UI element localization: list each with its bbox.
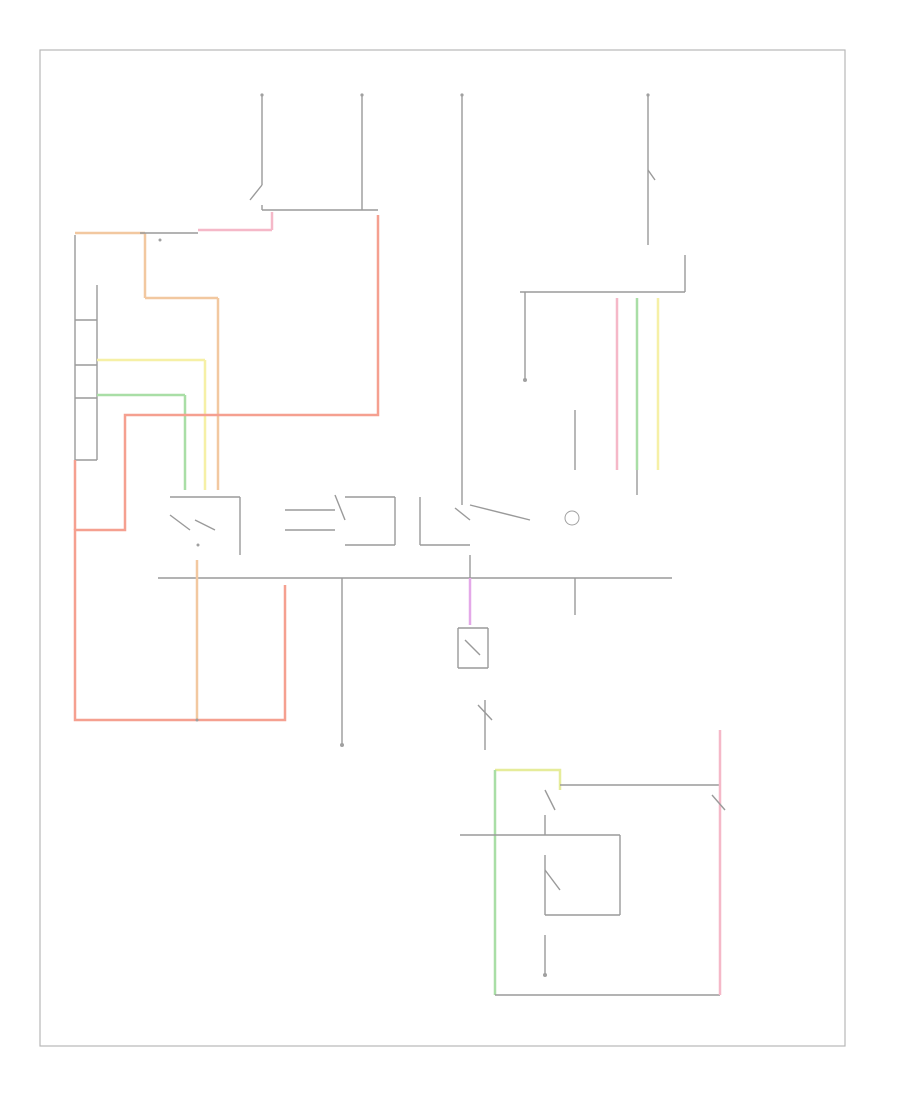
lower-right-module (460, 784, 720, 996)
red-wire-loop (73, 215, 380, 722)
right-module-wires (574, 298, 660, 495)
gauge-icon (564, 510, 580, 526)
diagram-frame (39, 49, 846, 1047)
left-connector-block (74, 235, 98, 461)
right-top-block (520, 93, 686, 382)
top-left-switch-block (249, 93, 378, 211)
center-feed (460, 93, 464, 505)
lower-yellow-green-wire (495, 768, 562, 790)
relay-block (457, 627, 493, 750)
center-modules (285, 494, 531, 546)
left-switch-module (169, 496, 241, 555)
